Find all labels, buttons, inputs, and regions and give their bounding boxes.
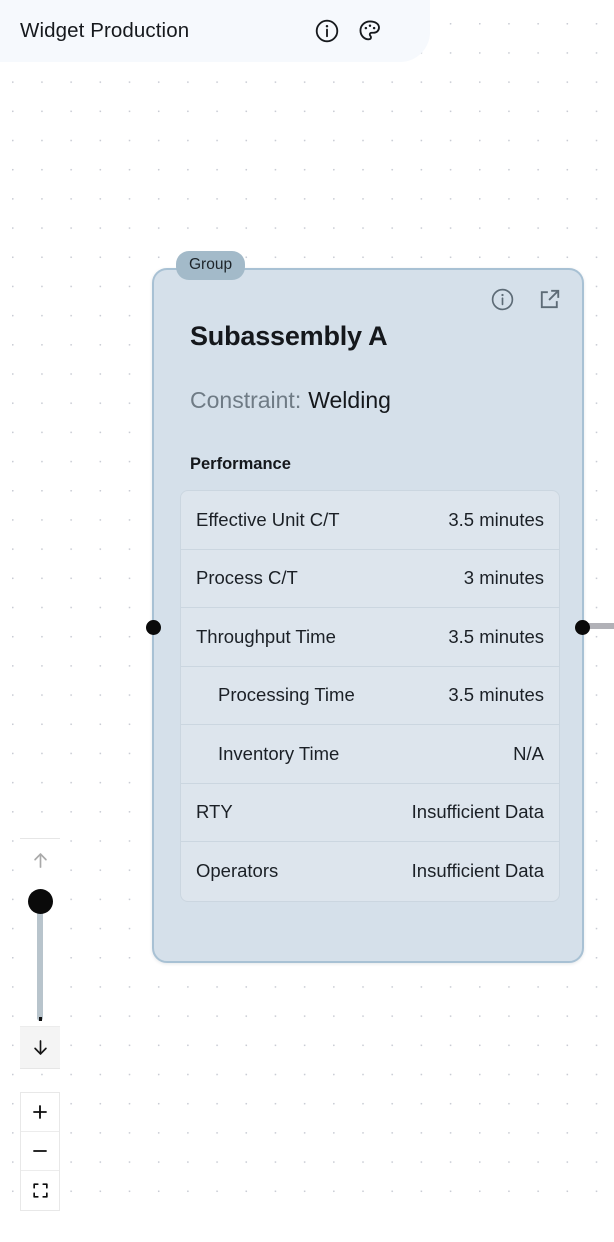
- scroll-slider-panel[interactable]: [20, 838, 60, 1069]
- metric-value: 3.5 minutes: [448, 508, 544, 530]
- fit-view-button[interactable]: [21, 1171, 59, 1210]
- metric-label: RTY: [196, 801, 233, 823]
- metric-value: 3.5 minutes: [448, 684, 544, 706]
- metric-value: Insufficient Data: [411, 801, 544, 823]
- info-icon[interactable]: [490, 287, 515, 312]
- metric-row: Process C/T 3 minutes: [181, 550, 559, 608]
- zoom-in-button[interactable]: [21, 1093, 59, 1132]
- metric-label: Operators: [196, 860, 279, 882]
- performance-heading: Performance: [190, 455, 291, 473]
- connection-handle-right[interactable]: [575, 620, 590, 635]
- slider-track-bar: [37, 901, 43, 1021]
- metric-row: Processing Time 3.5 minutes: [181, 667, 559, 725]
- metric-row: Inventory Time N/A: [181, 725, 559, 784]
- external-link-icon[interactable]: [537, 287, 562, 312]
- node-type-badge: Group: [176, 251, 246, 280]
- node-constraint: Constraint:Welding: [190, 387, 391, 414]
- metric-label: Process C/T: [196, 567, 298, 589]
- zoom-controls[interactable]: [20, 1092, 60, 1211]
- palette-icon[interactable]: [357, 18, 383, 44]
- metric-label: Throughput Time: [196, 625, 336, 647]
- node-title: Subassembly A: [190, 321, 388, 351]
- header-icon-group: [314, 18, 383, 44]
- metric-row: Throughput Time 3.5 minutes: [181, 608, 559, 667]
- connection-edge: [584, 623, 614, 629]
- metric-value: 3.5 minutes: [448, 625, 544, 647]
- metric-label: Processing Time: [218, 684, 355, 706]
- metric-value: N/A: [513, 742, 544, 764]
- scroll-slider-track[interactable]: [20, 881, 60, 1026]
- canvas-header: Widget Production: [0, 0, 430, 62]
- connection-handle-left[interactable]: [146, 620, 161, 635]
- scroll-down-button[interactable]: [20, 1026, 60, 1068]
- node-icon-group: [490, 287, 562, 312]
- zoom-out-button[interactable]: [21, 1132, 59, 1171]
- scroll-up-button[interactable]: [20, 839, 60, 881]
- metric-value: 3 minutes: [463, 567, 544, 589]
- node-card-subassembly-a[interactable]: Group Subassembly A Constraint:Welding: [146, 251, 590, 963]
- constraint-value: Welding: [308, 387, 391, 413]
- metric-label: Inventory Time: [218, 742, 340, 764]
- slider-knob[interactable]: [27, 889, 53, 914]
- constraint-label: Constraint:: [190, 387, 302, 413]
- metric-row: RTY Insufficient Data: [181, 784, 559, 842]
- metric-label: Effective Unit C/T: [196, 508, 340, 530]
- info-icon[interactable]: [314, 18, 340, 44]
- metric-row: Effective Unit C/T 3.5 minutes: [181, 491, 559, 550]
- page-title: Widget Production: [20, 19, 190, 42]
- canvas-bottom-band: [0, 1214, 614, 1242]
- metric-row: Operators Insufficient Data: [181, 842, 559, 901]
- metric-value: Insufficient Data: [411, 860, 544, 882]
